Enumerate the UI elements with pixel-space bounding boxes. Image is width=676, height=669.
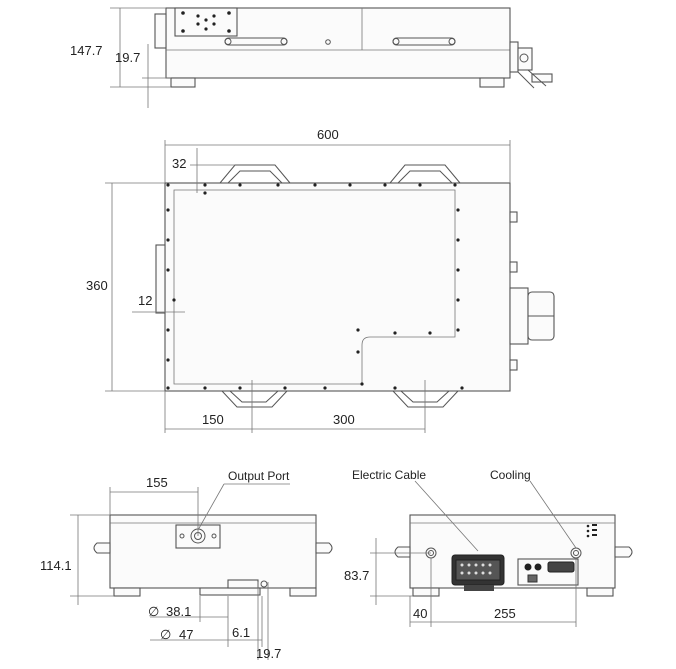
dim-handle-offset: 32 (172, 156, 186, 171)
side-panel (174, 7, 238, 37)
dim-foot-spacing: 300 (333, 412, 355, 427)
dim-rear-side: 40 (413, 606, 427, 621)
rear-handle-left (394, 546, 411, 558)
dim-length: 600 (317, 127, 339, 142)
dim-width: 360 (86, 278, 108, 293)
indicator-dots (586, 524, 597, 538)
side-view: 147.7 19.7 (70, 7, 553, 108)
dim-rear-height: 83.7 (344, 568, 369, 583)
rear-view-housing (409, 514, 616, 589)
dim-foot-dia: 38.1 (166, 604, 191, 619)
dim-fiber-offset: 6.1 (232, 625, 250, 640)
cooling-label: Cooling (490, 468, 531, 482)
front-view: 155 Output Port 114.1 ∅ 38.1 ∅ 47 6.1 19… (40, 469, 333, 661)
side-handle-left (224, 37, 288, 46)
side-foot-left (170, 77, 196, 88)
output-port-label: Output Port (228, 469, 290, 483)
dim-foot-offset: 150 (202, 412, 224, 427)
rear-foot-right (586, 587, 614, 597)
rear-control-panel (517, 558, 579, 586)
front-foot-left (113, 587, 141, 597)
side-foot-right (479, 77, 505, 88)
rear-handle-right (614, 546, 633, 558)
electric-cable-connector (451, 554, 505, 591)
top-handle-left (219, 164, 291, 184)
diameter-symbol-2: ∅ (160, 627, 171, 642)
diameter-symbol-1: ∅ (148, 604, 159, 619)
dim-fiber-dia: 47 (179, 627, 193, 642)
dim-front-height: 114.1 (40, 558, 72, 573)
rear-view: Electric Cable Cooling 83.7 40 255 (344, 468, 633, 627)
side-connector (509, 41, 553, 89)
bottom-handle-right (392, 390, 459, 408)
dim-foot-height: 19.7 (256, 646, 281, 661)
side-handle-right (392, 37, 456, 46)
bottom-handle-left (221, 390, 288, 408)
top-view: 600 32 360 12 150 300 (86, 127, 555, 433)
dim-height-total: 147.7 (70, 43, 103, 58)
top-handle-right (389, 164, 461, 184)
dim-output-port-offset: 155 (146, 475, 168, 490)
dim-base-offset: 19.7 (115, 50, 140, 65)
front-handle-left (93, 542, 111, 554)
front-handle-right (315, 542, 333, 554)
dim-side-offset: 12 (138, 293, 152, 308)
top-connector (509, 211, 555, 371)
top-view-housing (164, 182, 511, 392)
rivet-dots (166, 183, 464, 390)
rear-foot-left (412, 587, 440, 597)
front-fiber-base (199, 587, 261, 596)
electric-cable-label: Electric Cable (352, 468, 426, 482)
dim-rear-span: 255 (494, 606, 516, 621)
front-foot-right (289, 587, 317, 597)
